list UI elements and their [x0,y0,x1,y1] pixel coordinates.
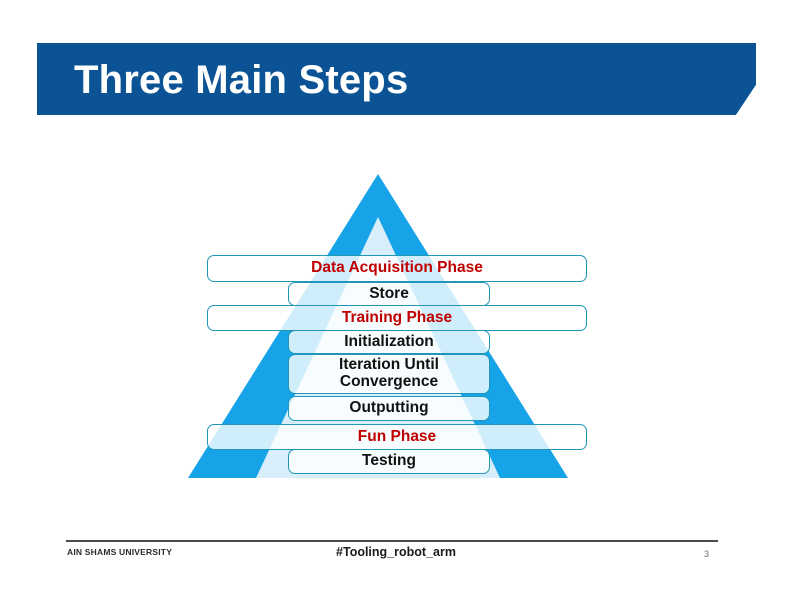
pyramid-box-label: Outputting [349,399,429,417]
footer-divider [66,540,718,542]
pyramid-box-initialization: Initialization [288,330,490,354]
pyramid-box-training-phase: Training Phase [207,305,587,331]
pyramid-box-testing: Testing [288,449,490,474]
pyramid-box-data-acquisition-phase: Data Acquisition Phase [207,255,587,282]
pyramid-box-label: Store [369,284,409,302]
pyramid-box-label: Initialization [344,332,434,350]
pyramid-box-label: Training Phase [341,308,453,326]
pyramid-box-outputting: Outputting [288,396,490,421]
pyramid-box-label: Testing [362,452,416,470]
pyramid-box-fun-phase: Fun Phase [207,424,587,450]
footer-page-number: 3 [704,549,710,559]
pyramid-box-label: Data Acquisition Phase [311,259,483,277]
footer-organization: AIN SHAMS UNIVERSITY [67,547,173,557]
header-banner [37,43,756,115]
page-title: Three Main Steps [74,58,409,102]
pyramid-box-label: Fun Phase [357,427,437,445]
footer-hashtag: #Tooling_robot_arm [336,545,456,559]
pyramid-box-store: Store [288,282,490,306]
